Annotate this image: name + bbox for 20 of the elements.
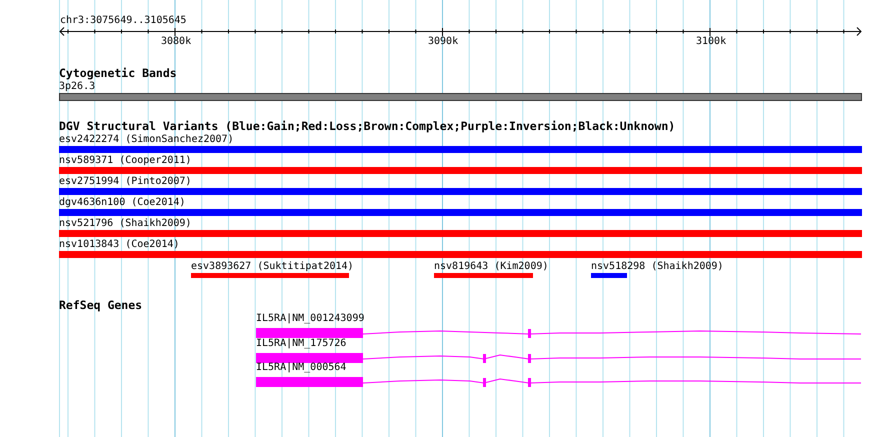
track-title: RefSeq Genes	[59, 299, 142, 311]
variant-label: nsv521796 (Shaikh2009)	[59, 218, 192, 230]
track-title: DGV Structural Variants (Blue:Gain;Red:Loss;Brown:Complex;Purple:Inversion;Black:Unknown)	[59, 120, 676, 132]
variant-label: esv2422274 (SimonSanchez2007)	[59, 134, 234, 146]
tick-label: 3090k	[428, 36, 458, 48]
variant-label: esv2751994 (Pinto2007)	[59, 176, 192, 188]
tick-label: 3080k	[161, 36, 192, 48]
tick-label: 3100k	[696, 36, 726, 48]
position-label: chr3:3075649..3105645	[60, 15, 186, 27]
variant-label: nsv589371 (Cooper2011)	[59, 155, 192, 167]
gene-label: IL5RA|NM_000564	[256, 362, 346, 374]
variant-label: nsv1013843 (Coe2014)	[59, 239, 180, 251]
variant-label: dgv4636n100 (Coe2014)	[59, 197, 186, 209]
track-title: Cytogenetic Bands	[59, 67, 177, 79]
variant-label: nsv819643 (Kim2009)	[434, 261, 548, 273]
variant-label: nsv518298 (Shaikh2009)	[591, 261, 724, 273]
band-label: 3p26.3	[59, 81, 96, 93]
variant-label: esv3893627 (Suktitipat2014)	[191, 261, 354, 273]
gene-label: IL5RA|NM_175726	[256, 338, 346, 350]
gene-label: IL5RA|NM_001243099	[256, 313, 364, 325]
